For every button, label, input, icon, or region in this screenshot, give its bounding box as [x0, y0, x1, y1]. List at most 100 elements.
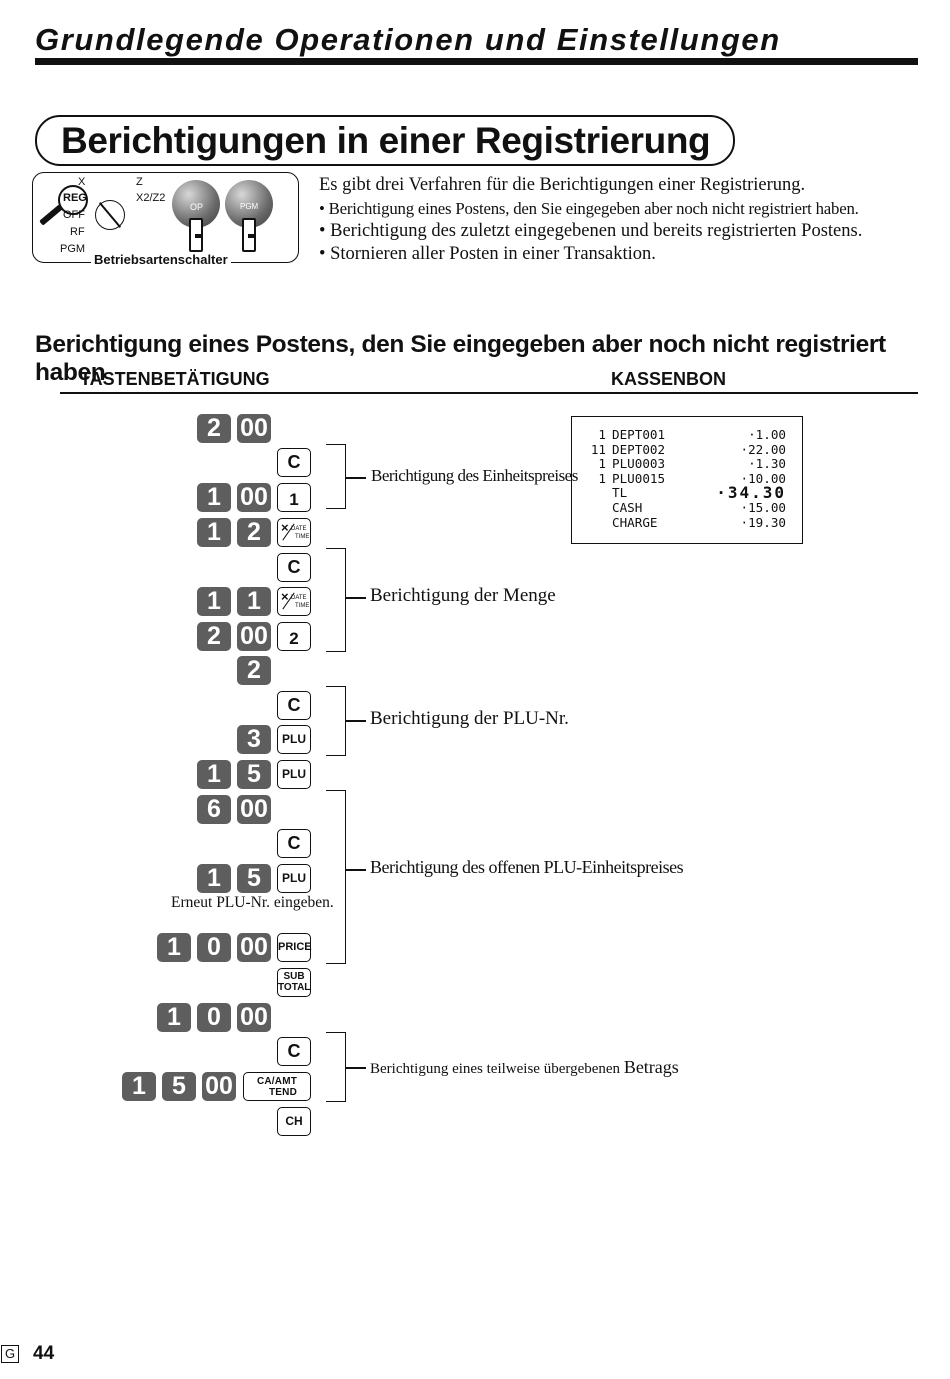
mode-x2z2-label: X2/Z2: [136, 192, 166, 204]
bracket-partial-tender: [326, 1032, 346, 1102]
mode-dial-icon: [95, 200, 125, 230]
numeric-key: 5: [237, 864, 271, 893]
numeric-key: 1: [197, 587, 231, 616]
numeric-key: 00: [237, 795, 271, 824]
numeric-key: 00: [202, 1072, 236, 1101]
bracket-unit-price: [326, 444, 346, 509]
bracket-leader: [346, 477, 366, 479]
intro-bullet-3: • Stornieren aller Posten in einer Trans…: [319, 244, 656, 264]
receipt-amount: ·10.00: [740, 470, 787, 486]
ca-amt-label: CA/AMT: [256, 1076, 298, 1087]
numeric-key: 5: [237, 760, 271, 789]
header-rule: [35, 58, 918, 65]
date-label: DATE: [291, 595, 307, 601]
annotation-open-plu: Berichtigung des offenen PLU-Einheitspre…: [370, 857, 684, 877]
receipt-total-label: TL: [612, 485, 628, 501]
mode-z-label: Z: [136, 176, 143, 188]
pgm-key-label: PGM: [240, 202, 259, 211]
annotation-plu-no: Berichtigung der PLU-Nr.: [370, 708, 569, 729]
bracket-quantity: [326, 548, 346, 652]
receipt-row: CHARGE ·19.30: [572, 514, 802, 531]
multiply-date-time-key: × DATE TIME: [277, 518, 311, 547]
receipt: 1 DEPT001 ·1.00 11 DEPT002 ·22.00 1 PLU0…: [571, 416, 803, 544]
numeric-key: 2: [197, 414, 231, 443]
receipt-item: PLU0003: [612, 456, 666, 472]
intro-bullet-1: • Berichtigung eines Postens, den Sie ei…: [319, 199, 859, 218]
receipt-item: DEPT002: [612, 441, 666, 457]
multiply-symbol: ×: [281, 520, 289, 535]
receipt-amount: ·1.30: [748, 456, 786, 472]
numeric-key: 6: [197, 795, 231, 824]
mode-pgm-label: PGM: [60, 243, 86, 255]
receipt-row: 1 DEPT001 ·1.00: [572, 427, 802, 443]
receipt-amount: ·15.00: [740, 499, 787, 515]
receipt-row: 1 PLU0003 ·1.30: [572, 457, 802, 472]
op-key-label: OP: [190, 202, 204, 212]
numeric-key: 5: [162, 1072, 196, 1101]
bracket-leader: [346, 869, 366, 871]
receipt-row: 1 PLU0015 ·10.00: [572, 470, 802, 487]
multiply-symbol: ×: [281, 589, 289, 604]
ca-label: CA: [256, 1076, 272, 1087]
annotation-partial-tender: Berichtigung eines teilweise übergebenen…: [370, 1057, 679, 1078]
section-title: Berichtigungen in einer Registrierung: [35, 115, 735, 166]
annotation-quantity: Berichtigung der Menge: [370, 585, 556, 606]
page-number: 44: [33, 1343, 55, 1364]
intro-bullet-2: • Berichtigung des zuletzt eingegebenen …: [319, 221, 863, 241]
receipt-amount: ·1.00: [748, 427, 786, 442]
numeric-key: 00: [237, 622, 271, 651]
numeric-key: 00: [237, 483, 271, 512]
magnifier-icon: [58, 185, 88, 215]
numeric-key: 1: [197, 864, 231, 893]
intro-line: Es gibt drei Verfahren für die Berichtig…: [319, 175, 806, 195]
mode-x-label: X: [78, 176, 86, 188]
clear-key: C: [277, 553, 311, 582]
department-key: 2: [277, 622, 311, 651]
bracket-open-plu: [326, 790, 346, 964]
numeric-key: 0: [197, 1003, 231, 1032]
annotation-partial-text: Berichtigung eines teilweise übergebenen: [370, 1061, 621, 1077]
receipt-row: CASH ·15.00: [572, 499, 802, 516]
numeric-key: 1: [122, 1072, 156, 1101]
receipt-qty: 1: [598, 470, 606, 486]
receipt-qty: 11: [590, 441, 606, 457]
bracket-leader: [346, 720, 366, 722]
plu-key: PLU: [277, 864, 311, 893]
clear-key: C: [277, 829, 311, 858]
page-header-title: Grundlegende Operationen und Einstellung…: [35, 22, 781, 57]
receipt-item: CHARGE: [612, 514, 658, 530]
amt-label: AMT: [274, 1076, 298, 1087]
mode-rf-label: RF: [70, 226, 85, 238]
multiply-date-time-key: × DATE TIME: [277, 587, 311, 616]
receipt-row: 11 DEPT002 ·22.00: [572, 441, 802, 458]
numeric-key: 3: [237, 725, 271, 754]
numeric-key: 00: [237, 933, 271, 962]
numeric-key: 0: [197, 933, 231, 962]
numeric-key: 1: [157, 1003, 191, 1032]
receipt-total-amount: ·34.30: [716, 483, 786, 503]
bracket-leader: [346, 597, 366, 599]
receipt-item: CASH: [612, 499, 643, 515]
numeric-key: 00: [237, 414, 271, 443]
bracket-plu-no: [326, 686, 346, 756]
clear-key: C: [277, 448, 311, 477]
column-rule: [60, 392, 918, 394]
subtotal-key: SUB TOTAL: [277, 968, 311, 997]
receipt-item: PLU0015: [612, 470, 666, 486]
numeric-key: 2: [197, 622, 231, 651]
receipt-amount: ·19.30: [740, 514, 787, 530]
ca-amt-tend-key: CA/AMT TEND: [243, 1072, 311, 1101]
time-label: TIME: [295, 534, 310, 540]
numeric-key: 1: [197, 760, 231, 789]
receipt-amount: ·22.00: [740, 441, 787, 457]
numeric-key: 1: [197, 483, 231, 512]
time-label: TIME: [295, 603, 310, 609]
receipt-qty: 1: [598, 456, 606, 472]
subtotal-label-bottom: TOTAL: [278, 982, 311, 993]
charge-key: CH: [277, 1107, 311, 1136]
pgm-key-notch-icon: [248, 234, 256, 238]
subtotal-label-top: SUB: [283, 971, 305, 982]
department-key: 1: [277, 483, 311, 512]
numeric-key: 00: [237, 1003, 271, 1032]
tend-label: TEND: [268, 1087, 298, 1098]
